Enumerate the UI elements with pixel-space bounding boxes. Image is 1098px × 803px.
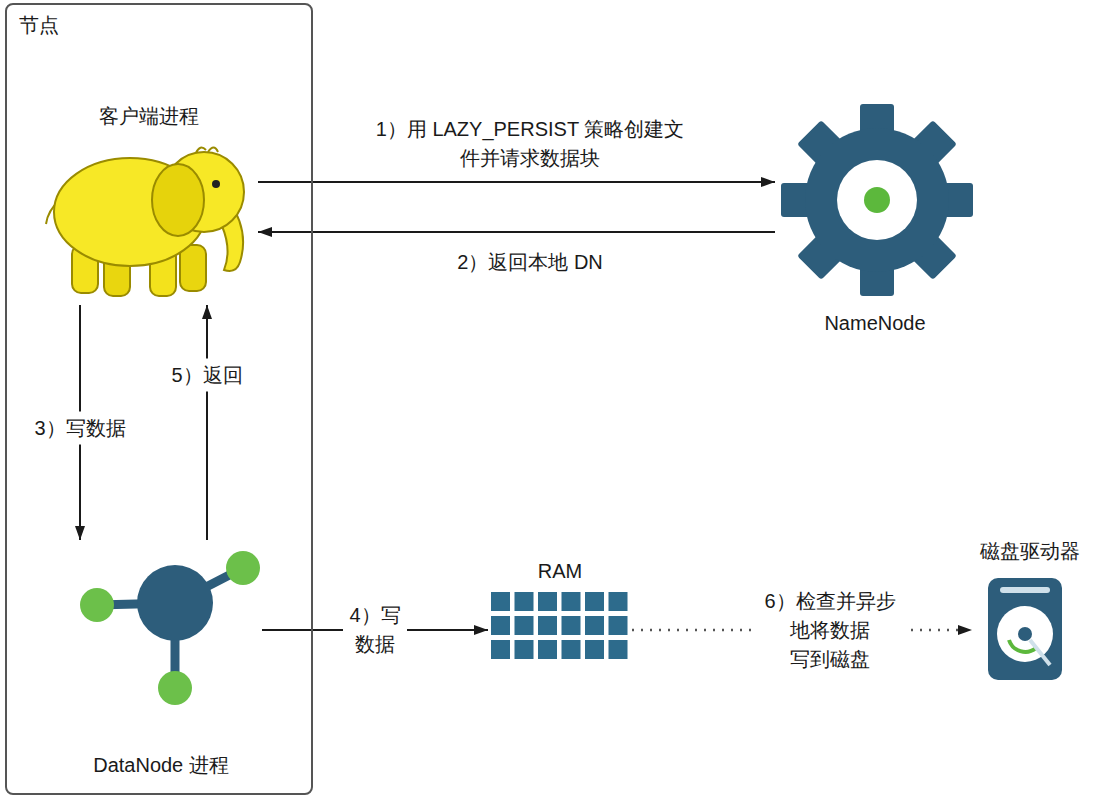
ram-cell <box>515 640 534 659</box>
datanode-hub <box>137 565 213 641</box>
node-label: NameNode <box>824 311 925 336</box>
ram-node: RAM <box>488 555 632 670</box>
node-label: RAM <box>538 559 582 584</box>
edge-label: 5）返回 <box>167 359 246 392</box>
ram-cell <box>562 592 581 611</box>
gear-body <box>805 128 949 272</box>
datanode-dot <box>226 551 260 585</box>
gear-hole <box>837 160 917 240</box>
disk-hub <box>1018 627 1032 641</box>
edge-label: 1）用 LAZY_PERSIST 策略创建文 件并请求数据块 <box>325 113 735 175</box>
disk-drive-icon <box>988 578 1062 680</box>
ram-cell <box>609 616 628 635</box>
elephant-eye <box>212 180 220 188</box>
flow-arrow <box>258 231 775 233</box>
namenode-gear-icon <box>781 104 973 296</box>
edge-label: 4）写 数据 <box>343 599 407 661</box>
node-label: 客户端进程 <box>99 104 199 129</box>
ram-cell <box>585 592 604 611</box>
elephant-hair <box>196 148 218 154</box>
client-process-node: 客户端进程 <box>40 100 258 305</box>
ram-cell <box>609 640 628 659</box>
edge-label: 6）检查并异步 地将数据 写到磁盘 <box>755 585 905 676</box>
ram-cell <box>491 616 510 635</box>
ram-cell <box>538 616 557 635</box>
gear-teeth <box>781 104 973 296</box>
elephant-leg <box>180 245 206 291</box>
disk-case <box>988 578 1062 680</box>
datanode-icon <box>80 551 260 705</box>
disk-drive-node: 磁盘驱动器 <box>972 535 1088 685</box>
ram-grid-icon <box>491 592 628 659</box>
edge-label: 2）返回本地 DN <box>453 246 607 279</box>
namenode-node: NameNode <box>775 105 975 340</box>
disk-slot <box>1000 587 1050 593</box>
elephant-body <box>54 158 206 266</box>
datanode-dot <box>158 671 192 705</box>
ram-cell <box>515 592 534 611</box>
datanode-process-node: DataNode 进程 <box>60 540 262 782</box>
flow-arrow <box>258 181 775 183</box>
ram-cell <box>585 640 604 659</box>
ram-cell <box>538 592 557 611</box>
ram-cell <box>538 640 557 659</box>
elephant-icon <box>46 148 244 297</box>
disk-platter <box>997 606 1053 662</box>
datanode-dot <box>80 588 114 622</box>
ram-cell <box>562 640 581 659</box>
gear-dot <box>864 187 890 213</box>
disk-arm <box>1030 640 1050 665</box>
host-node-frame: 客户端进程 DataNode 进程 节点 <box>5 3 313 795</box>
edge-label: 3）写数据 <box>30 412 129 445</box>
flow-arrow <box>206 305 208 540</box>
node-label: DataNode 进程 <box>93 753 229 778</box>
elephant-ear <box>152 164 204 236</box>
ram-cell <box>562 616 581 635</box>
ram-cell <box>609 592 628 611</box>
ram-cell <box>515 616 534 635</box>
node-label: 节点 <box>19 13 59 38</box>
ram-cell <box>585 616 604 635</box>
ram-cell <box>491 592 510 611</box>
node-label: 磁盘驱动器 <box>980 539 1080 564</box>
ram-cell <box>491 640 510 659</box>
